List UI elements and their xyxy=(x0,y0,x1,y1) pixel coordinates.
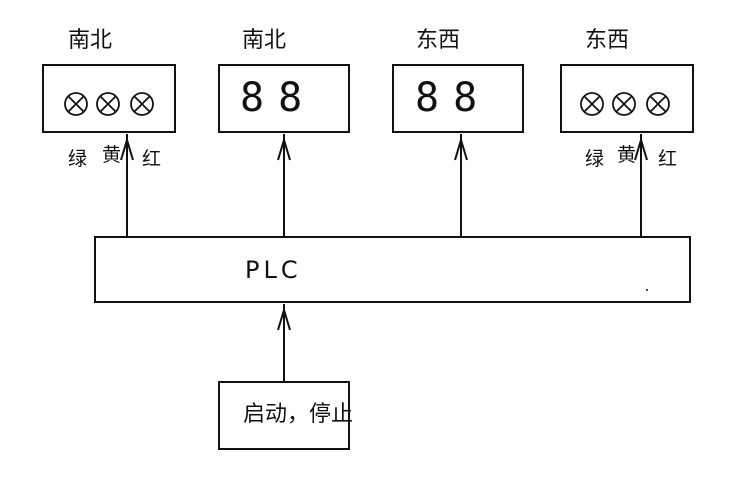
ns-lamp-green-icon xyxy=(64,92,88,116)
start-stop-label: 启动，停止 xyxy=(243,402,354,427)
plc-box xyxy=(94,236,691,303)
arrow-head-icon xyxy=(277,306,291,331)
ns-lamp-label-green: 绿 xyxy=(68,148,88,170)
ns-lamp-label-red: 红 xyxy=(142,148,162,170)
stray-dot xyxy=(646,289,648,291)
ns-lamp-title: 南北 xyxy=(68,28,113,53)
ew-lamp-green-icon xyxy=(580,92,604,116)
arrow-head-icon xyxy=(634,136,648,161)
ew-lamp-label-red: 红 xyxy=(658,148,678,170)
arrow-head-icon xyxy=(277,136,291,161)
ns-lamp-yellow-icon xyxy=(96,92,120,116)
ns-digit-display: 88 xyxy=(240,75,317,121)
ns-lamp-label-yellow: 黄 xyxy=(102,144,122,166)
ew-lamp-box xyxy=(560,64,694,133)
ew-lamp-red-icon xyxy=(646,92,670,116)
ew-display-title: 东西 xyxy=(416,28,461,53)
ns-display-title: 南北 xyxy=(242,28,287,53)
ns-lamp-box xyxy=(42,64,176,133)
ns-display-box xyxy=(218,64,350,133)
ew-lamp-title: 东西 xyxy=(585,28,630,53)
ew-lamp-label-yellow: 黄 xyxy=(617,144,637,166)
arrow-head-icon xyxy=(454,136,468,161)
ew-display-box xyxy=(392,64,524,133)
ew-lamp-label-green: 绿 xyxy=(585,148,605,170)
ew-lamp-yellow-icon xyxy=(612,92,636,116)
arrow-head-icon xyxy=(120,136,134,161)
plc-label: PLC xyxy=(245,256,302,284)
ns-lamp-red-icon xyxy=(130,92,154,116)
ew-digit-display: 88 xyxy=(415,75,492,121)
